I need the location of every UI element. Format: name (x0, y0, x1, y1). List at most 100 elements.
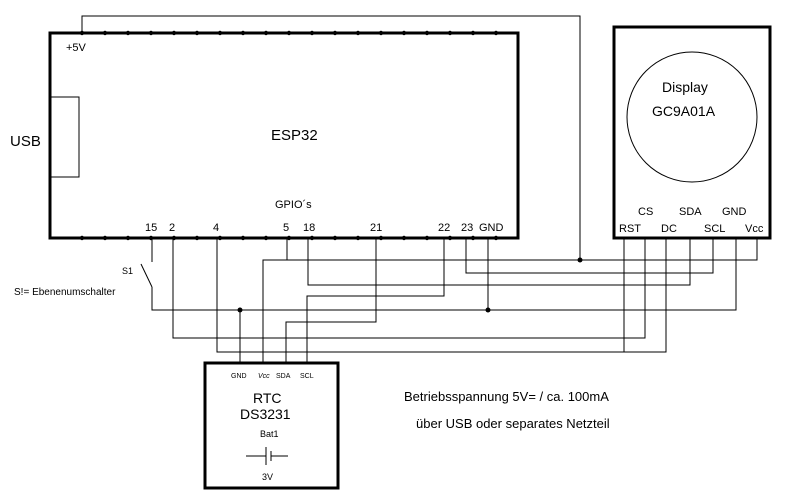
rtc-body (203, 361, 340, 490)
header-pin-bottom (447, 235, 453, 241)
header-pin-bottom (378, 235, 384, 241)
header-pin-bottom (125, 235, 131, 241)
rtc-pin-gnd: GND (231, 373, 247, 380)
header-pin-bottom (309, 235, 315, 241)
wire-gpio5 (286, 238, 580, 261)
header-pin-bottom (194, 235, 200, 241)
wire-gpio2 (172, 238, 646, 339)
usb-connector: USB (10, 96, 80, 178)
esp32-module: ESP32 +5V GPIO´s 15 2 4 5 18 21 22 23 GN… (48, 30, 520, 241)
esp32-header-top (79, 30, 499, 36)
header-pin-bottom (171, 235, 177, 241)
header-pin-bottom (148, 235, 154, 241)
header-pin-top (194, 30, 200, 36)
esp32-power-label: +5V (66, 42, 87, 54)
header-pin-bottom (493, 235, 499, 241)
header-pin-bottom (263, 235, 269, 241)
esp32-gpio-label: GPIO´s (275, 199, 312, 211)
wire-5v (81, 15, 758, 261)
usb-label: USB (10, 133, 41, 150)
display-module: Display GC9A01A CS SDA GND RST DC SCL Vc… (612, 25, 772, 240)
esp32-pin-2: 2 (169, 222, 175, 234)
header-pin-bottom (470, 235, 476, 241)
header-pin-top (102, 30, 108, 36)
header-pin-bottom (424, 235, 430, 241)
header-pin-top (493, 30, 499, 36)
esp32-pin-23: 23 (461, 222, 473, 234)
esp32-pin-21: 21 (370, 222, 382, 234)
header-pin-bottom (286, 235, 292, 241)
notes-line-2: über USB oder separates Netzteil (416, 416, 610, 431)
display-pin-vcc: Vcc (745, 223, 764, 235)
wiring (81, 15, 758, 363)
header-pin-top (470, 30, 476, 36)
header-pin-bottom (240, 235, 246, 241)
header-pin-bottom (102, 235, 108, 241)
rtc-pin-vcc: Vcc (258, 373, 270, 380)
esp32-pin-22: 22 (438, 222, 450, 234)
header-pin-top (263, 30, 269, 36)
battery-symbol (246, 447, 288, 465)
display-pin-sda: SDA (679, 206, 702, 218)
rtc-pin-scl: SCL (300, 373, 314, 380)
header-pin-top (424, 30, 430, 36)
switch-s1: S1 S!= Ebenenumschalter (14, 263, 153, 298)
esp32-title: ESP32 (271, 127, 318, 144)
usb-port-outline (50, 96, 80, 178)
display-pin-dc: DC (661, 223, 677, 235)
esp32-pin-gnd: GND (479, 222, 504, 234)
battery-ref: Bat1 (260, 429, 279, 439)
wire-gpio21 (285, 238, 377, 363)
header-pin-bottom (332, 235, 338, 241)
display-screen-circle (626, 51, 758, 183)
notes-line-1: Betriebsspannung 5V= / ca. 100mA (404, 389, 609, 404)
display-pin-cs: CS (638, 206, 653, 218)
rtc-pin-sda: SDA (276, 373, 291, 380)
header-pin-top (332, 30, 338, 36)
display-pin-rst: RST (619, 223, 641, 235)
display-title: Display (662, 79, 708, 95)
header-pin-bottom (79, 235, 85, 241)
power-notes: Betriebsspannung 5V= / ca. 100mA über US… (404, 389, 610, 431)
header-pin-top (286, 30, 292, 36)
junction-gnd-right (485, 307, 491, 313)
wire-switch-gnd (151, 238, 737, 311)
header-pin-top (401, 30, 407, 36)
header-pin-top (148, 30, 154, 36)
switch-lever (140, 263, 153, 288)
switch-description: S!= Ebenenumschalter (14, 287, 116, 298)
header-pin-bottom (355, 235, 361, 241)
esp32-pin-15: 15 (145, 222, 157, 234)
rtc-chip: DS3231 (240, 406, 291, 422)
wire-gpio22 (306, 238, 445, 363)
header-pin-top (171, 30, 177, 36)
wire-gpio23 (465, 238, 714, 274)
display-pin-gnd: GND (722, 206, 747, 218)
esp32-pin-5: 5 (283, 222, 289, 234)
header-pin-top (217, 30, 223, 36)
esp32-body (48, 31, 520, 240)
battery-voltage: 3V (262, 472, 273, 482)
esp32-pin-18: 18 (303, 222, 315, 234)
junction-5v (577, 257, 583, 263)
header-pin-bottom (217, 235, 223, 241)
wire-rtc-vcc (262, 259, 287, 363)
display-chip: GC9A01A (652, 103, 716, 119)
display-body (612, 25, 772, 240)
header-pin-top (355, 30, 361, 36)
wire-gpio18 (307, 238, 691, 286)
display-pin-scl: SCL (704, 223, 725, 235)
switch-ref: S1 (122, 266, 133, 276)
esp32-pin-4: 4 (213, 222, 219, 234)
header-pin-top (125, 30, 131, 36)
header-pin-top (240, 30, 246, 36)
header-pin-bottom (401, 235, 407, 241)
junction-gnd-left (237, 307, 243, 313)
header-pin-top (447, 30, 453, 36)
header-pin-top (378, 30, 384, 36)
rtc-module: GND Vcc SDA SCL RTC DS3231 Bat1 3V (203, 361, 340, 490)
header-pin-top (309, 30, 315, 36)
rtc-title: RTC (253, 390, 282, 406)
wire-gpio4 (216, 238, 667, 353)
